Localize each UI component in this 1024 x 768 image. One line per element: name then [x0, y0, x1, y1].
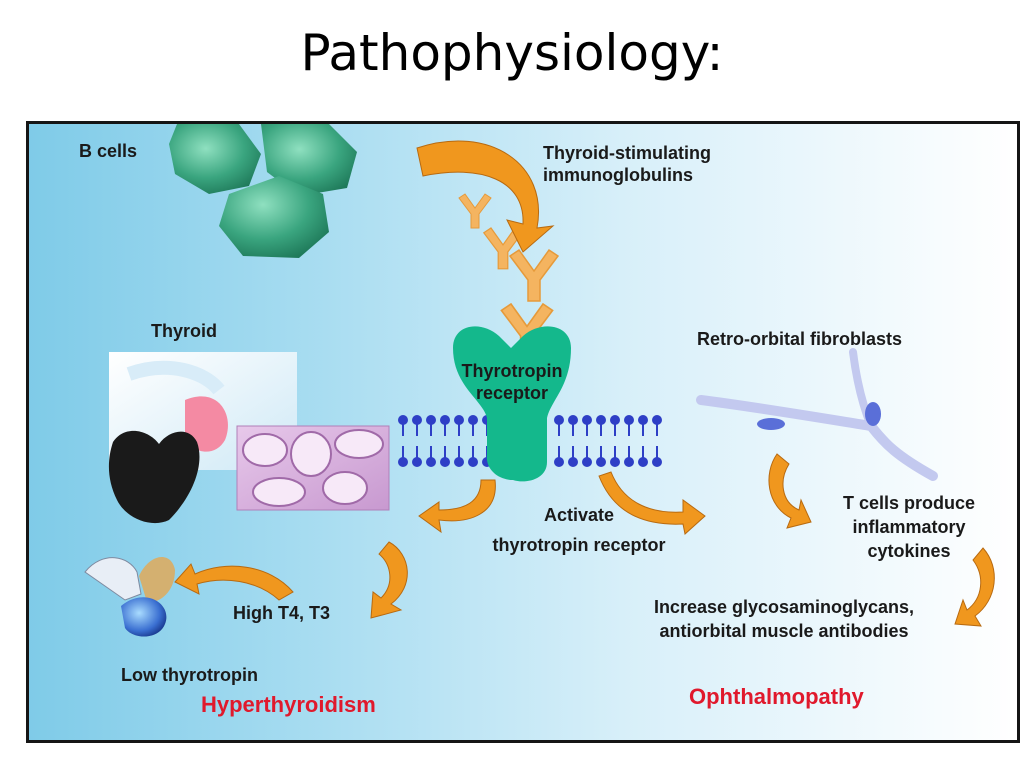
diagram-artwork — [84, 124, 995, 637]
thyrotropin-receptor-shape — [453, 326, 571, 482]
thyroid-lobe — [126, 360, 225, 395]
arrow-bcells-to-tsi — [416, 140, 555, 253]
activate-label-line1: Activate — [543, 505, 615, 525]
increase-label-line1: Increase glycosaminoglycans, — [653, 597, 915, 617]
flow-arrows — [174, 453, 995, 627]
arrow-receptor-left — [418, 479, 496, 534]
tissue-follicles — [242, 429, 384, 507]
antibody — [508, 248, 560, 302]
arrow-fibroblast-to-tcells — [768, 453, 812, 529]
hyperthyroidism-label: Hyperthyroidism — [201, 692, 376, 717]
arrow-receptor-right — [598, 471, 706, 535]
b-cell — [261, 124, 357, 196]
antibody — [482, 227, 524, 270]
high-t4-t3-label: High T4, T3 — [233, 603, 331, 623]
slide-title: Pathophysiology: — [300, 24, 724, 82]
pituitary-illustration — [84, 557, 175, 637]
thyroid-lobe — [185, 396, 228, 452]
arrow-to-high-t4 — [370, 541, 408, 619]
antibody — [458, 193, 492, 229]
t-cells-label-line2: inflammatory — [852, 517, 966, 537]
fibroblast-illustration — [696, 348, 938, 481]
diagram-panel: B cells Thyroid-stimulating immunoglobul… — [26, 121, 1020, 743]
thyroid-label: Thyroid — [151, 321, 217, 341]
antibodies — [458, 193, 560, 360]
thyroid-black-mass — [108, 430, 200, 524]
retro-orbital-label: Retro-orbital fibroblasts — [697, 329, 903, 349]
b-cells-label: B cells — [79, 141, 138, 161]
b-cells-illustration — [169, 124, 357, 258]
arrow-tcells-to-increase — [954, 547, 995, 627]
low-thyrotropin-label: Low thyrotropin — [121, 665, 258, 685]
activate-label-line2: thyrotropin receptor — [492, 535, 666, 555]
membrane-right — [554, 415, 662, 467]
increase-label-line2: antiorbital muscle antibodies — [659, 621, 909, 641]
tsi-label-line1: Thyroid-stimulating — [543, 143, 711, 163]
b-cell — [219, 176, 329, 258]
arrow-high-t4-to-pituitary — [174, 563, 294, 601]
tsi-label-line2: immunoglobulins — [543, 165, 693, 185]
receptor-label-line1: Thyrotropin — [461, 361, 563, 381]
t-cells-label-line3: cytokines — [867, 541, 951, 561]
ophthalmopathy-label: Ophthalmopathy — [689, 684, 864, 709]
receptor-label-line2: receptor — [475, 383, 549, 403]
t-cells-label-line1: T cells produce — [842, 493, 976, 513]
cell-membrane — [398, 415, 662, 467]
b-cell — [169, 124, 261, 194]
